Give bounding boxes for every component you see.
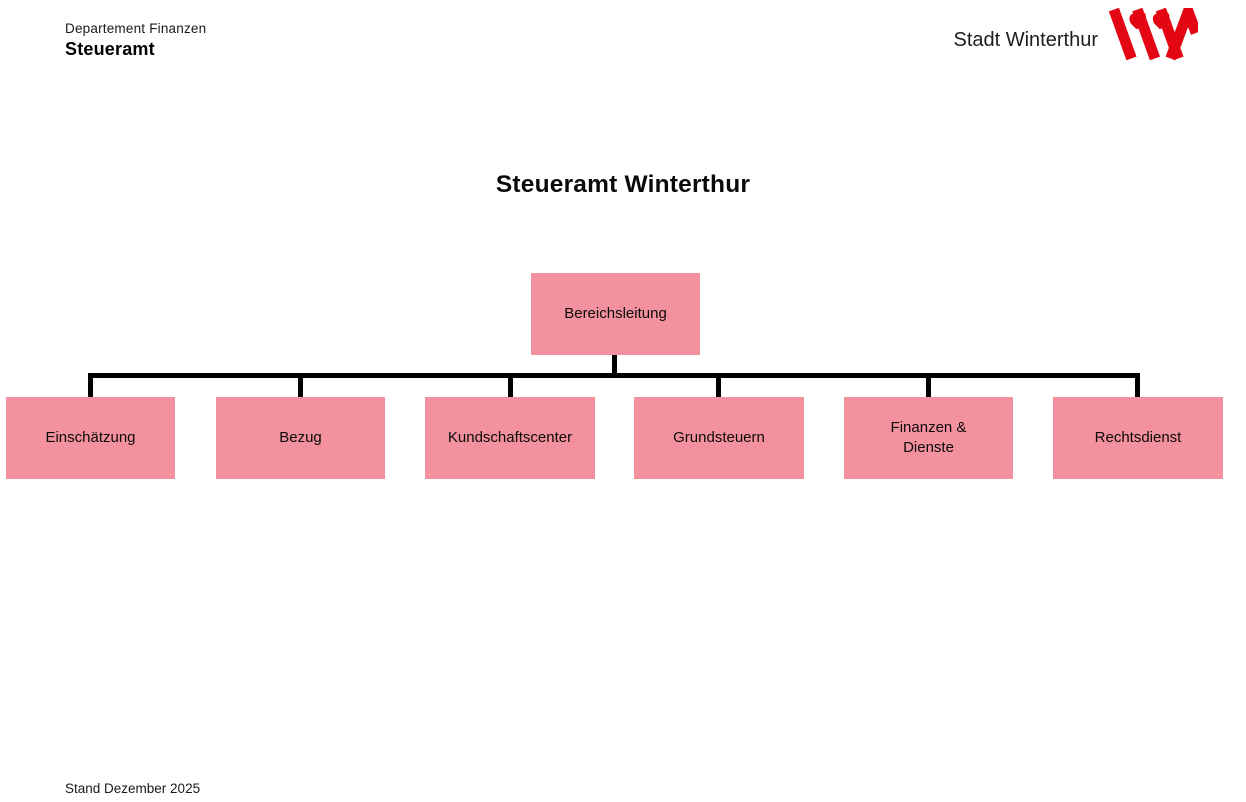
- logo-wordmark: Stadt Winterthur: [953, 29, 1098, 51]
- org-box-rechtsdienst: Rechtsdienst: [1053, 397, 1223, 479]
- status-date: Stand Dezember 2025: [65, 781, 201, 796]
- org-box-label: Bezug: [279, 428, 322, 446]
- lion-icon: [1129, 9, 1170, 30]
- org-box-label: Rechtsdienst: [1094, 428, 1182, 446]
- stadt-winterthur-logo: Stadt Winterthur: [953, 8, 1198, 60]
- connector-drop: [716, 373, 721, 397]
- org-box-finanzen-dienste: Finanzen & Dienste: [844, 397, 1013, 479]
- connector-drop: [926, 373, 931, 397]
- org-box-bezug: Bezug: [216, 397, 385, 479]
- page-title: Steueramt Winterthur: [495, 171, 751, 198]
- org-box-kundschaftscenter: Kundschaftscenter: [425, 397, 595, 479]
- org-box-label: Finanzen & Dienste: [890, 418, 967, 456]
- header: Departement Finanzen Steueramt: [65, 21, 206, 60]
- connector-drop: [88, 373, 93, 397]
- org-box-bereichsleitung: Bereichsleitung: [531, 273, 700, 355]
- connector-rail: [88, 373, 1140, 378]
- winterthur-w-icon: [1108, 8, 1198, 60]
- org-box-label: Kundschaftscenter: [447, 428, 573, 446]
- org-box-grundsteuern: Grundsteuern: [634, 397, 804, 479]
- org-box-label: Einschätzung: [45, 428, 136, 446]
- connector-drop: [1135, 373, 1140, 397]
- office-name: Steueramt: [65, 39, 155, 59]
- department-name: Departement Finanzen: [65, 21, 207, 36]
- org-box-einschaetzung: Einschätzung: [6, 397, 175, 479]
- connector-drop: [298, 373, 303, 397]
- org-box-label: Grundsteuern: [673, 428, 765, 446]
- org-box-label: Bereichsleitung: [564, 304, 667, 322]
- connector-drop: [508, 373, 513, 397]
- connector-stub: [612, 355, 617, 374]
